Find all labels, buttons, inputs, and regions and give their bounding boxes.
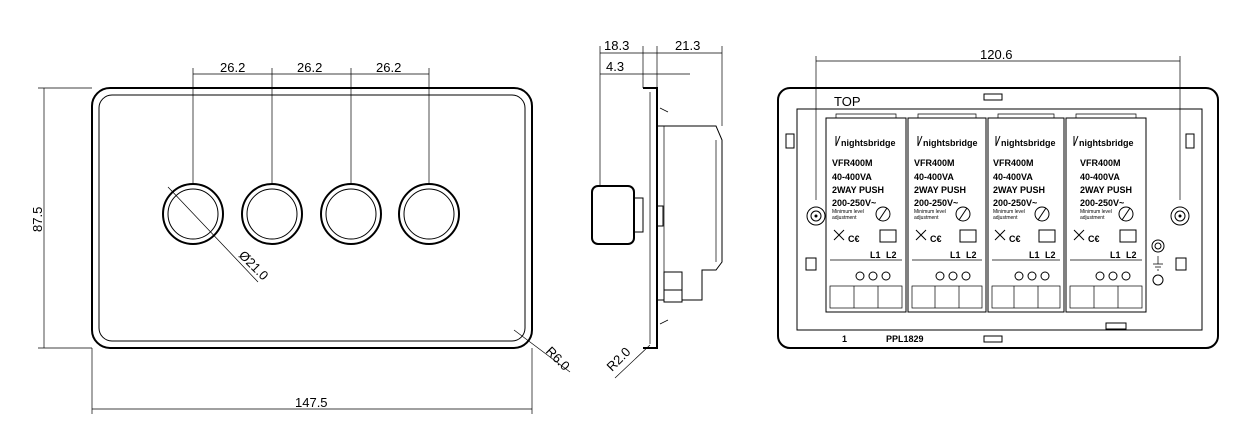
module-model: VFR400M [832,158,873,168]
adjust-potentiometer [875,206,891,222]
knob-1 [162,183,224,245]
dim-rear-width: 120.6 [980,47,1013,62]
module-adjust-line1: Minimum level [1080,209,1112,215]
rear-frame-outer [777,87,1219,349]
front-plate-outer [91,87,533,349]
knob-4 [398,183,460,245]
dim-corner-radius: R6.0 [543,344,573,374]
front-view: 26.2 26.2 26.2 87.5 147.5 Ø21.0 R6.0 [30,60,573,414]
module-brand: nightsbridge [923,138,978,148]
module-voltage: 200-250V~ [993,198,1037,208]
adjust-potentiometer [1034,206,1050,222]
terminal-l1-label: L1 [870,250,881,260]
module-model: VFR400M [914,158,955,168]
terminal-l2-label: L2 [1126,250,1137,260]
svg-text:C€: C€ [1088,234,1100,244]
module-model: VFR400M [1080,158,1121,168]
terminal-l1-label: L1 [1110,250,1121,260]
adjust-potentiometer [1118,206,1134,222]
dim-plate: 4.3 [606,59,624,74]
module-adjust-line2: adjustment [914,215,939,221]
mounting-screw-right [1170,206,1190,226]
module-voltage: 200-250V~ [914,198,958,208]
dim-spacing-3: 26.2 [376,60,401,75]
terminal-l1-label: L1 [950,250,961,260]
dim-spacing-1: 26.2 [220,60,245,75]
module-mode: 2WAY PUSH [914,185,966,195]
module-voltage: 200-250V~ [832,198,876,208]
terminal-l2-label: L2 [966,250,977,260]
svg-text:C€: C€ [1009,234,1021,244]
module-adjust-line1: Minimum level [832,209,864,215]
module-mode: 2WAY PUSH [1080,185,1132,195]
dim-width: 147.5 [295,395,328,410]
module-range: 40-400VA [832,172,872,182]
module-voltage: 200-250V~ [1080,198,1124,208]
rear-top-label: TOP [834,94,861,109]
dim-depth-front: 18.3 [604,38,629,53]
dim-height: 87.5 [30,207,45,232]
terminal-l2-label: L2 [1045,250,1056,260]
module-adjust-line2: adjustment [832,215,857,221]
rear-frame-inner [796,108,1203,331]
module-brand: nightsbridge [1001,138,1056,148]
svg-text:C€: C€ [930,234,942,244]
mounting-screw-left [806,206,826,226]
module-brand: nightsbridge [1079,138,1134,148]
dimmer-module-4: nightsbridge VFR400M 40-400VA 2WAY PUSH … [1065,113,1147,313]
knob-3 [320,183,382,245]
module-brand: nightsbridge [841,138,896,148]
dim-spacing-2: 26.2 [297,60,322,75]
module-model: VFR400M [993,158,1034,168]
dim-depth-rear: 21.3 [675,38,700,53]
module-mode: 2WAY PUSH [993,185,1045,195]
front-plate-inner [98,94,526,342]
adjust-potentiometer [955,206,971,222]
module-range: 40-400VA [1080,172,1120,182]
module-adjust-line1: Minimum level [914,209,946,215]
dimmer-module-3: nightsbridge VFR400M 40-400VA 2WAY PUSH … [987,113,1065,313]
dim-edge-radius: R2.0 [604,344,634,374]
side-knob [591,185,635,245]
terminal-l1-label: L1 [1029,250,1040,260]
dimmer-module-2: nightsbridge VFR400M 40-400VA 2WAY PUSH … [907,113,987,313]
side-view: 18.3 21.3 4.3 R2.0 [591,38,723,379]
module-adjust-line1: Minimum level [993,209,1025,215]
module-range: 40-400VA [993,172,1033,182]
module-mode: 2WAY PUSH [832,185,884,195]
module-adjust-line2: adjustment [993,215,1018,221]
knob-2 [241,183,303,245]
rear-bottom-left-label: 1 [842,334,847,344]
module-range: 40-400VA [914,172,954,182]
rear-view: 120.6 TOP 1 PPL1829 [777,47,1219,349]
earth-terminal [1151,239,1165,286]
dimmer-module-1: nightsbridge VFR400M 40-400VA 2WAY PUSH … [825,113,907,313]
terminal-l2-label: L2 [886,250,897,260]
rear-part-number: PPL1829 [886,334,924,344]
module-adjust-line2: adjustment [1080,215,1105,221]
svg-text:C€: C€ [848,234,860,244]
